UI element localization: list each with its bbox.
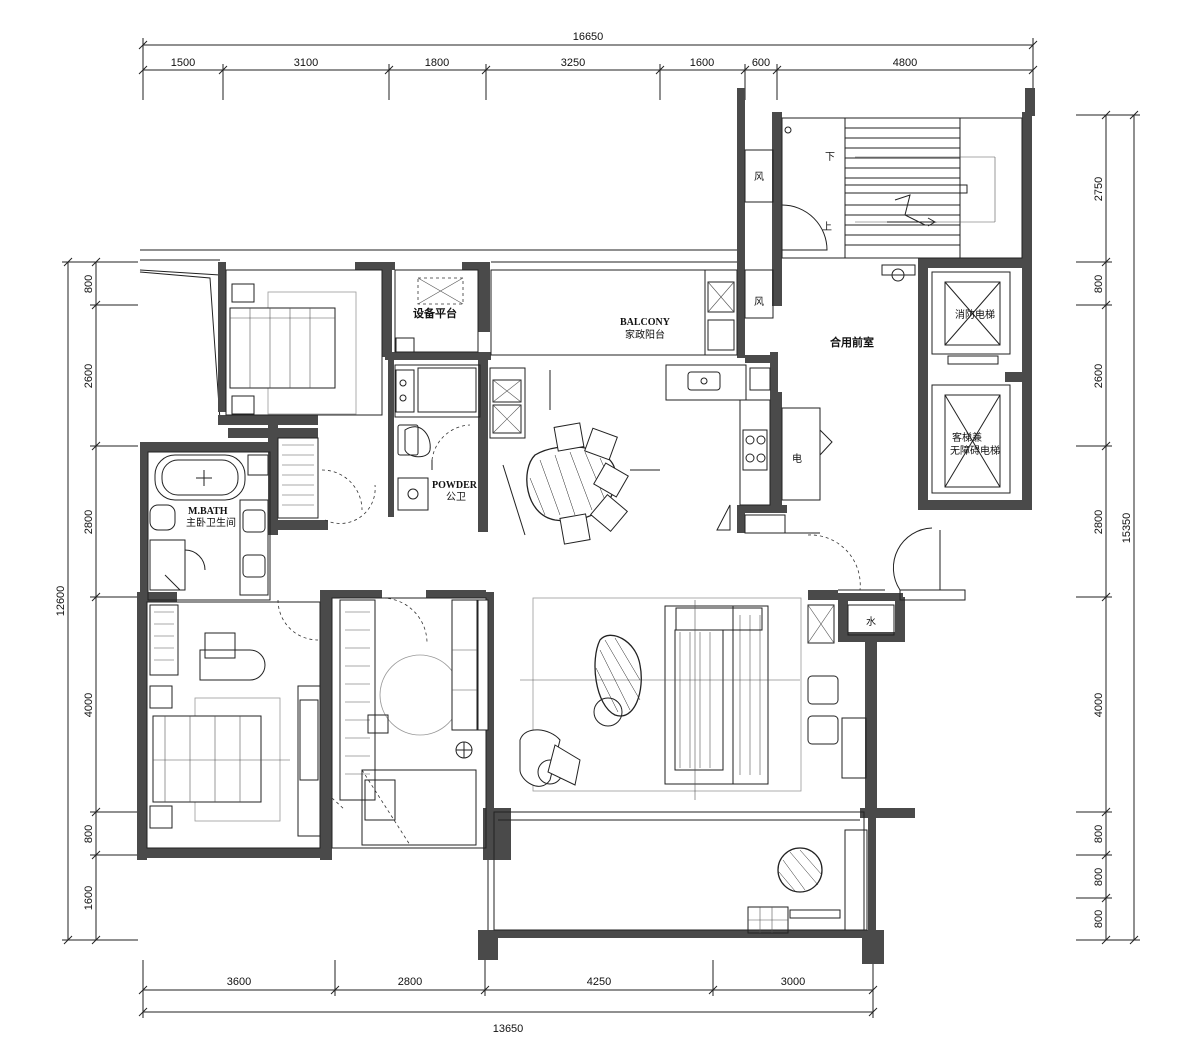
kitchen-counter <box>665 364 771 506</box>
entrance-door-swing <box>892 527 941 591</box>
fire-elevator-label: 消防电梯 <box>955 308 995 321</box>
top-dim-seg-5: 1600 <box>690 57 714 69</box>
master-bath-label-zh: 主卧卫生间 <box>186 516 236 529</box>
left-total-dim: 12600 <box>55 586 67 617</box>
right-dim-seg-3: 2600 <box>1093 364 1105 388</box>
passenger-elevator-label-1: 客梯兼 <box>952 431 982 444</box>
master-bath-label-en: M.BATH <box>188 506 228 517</box>
master-bath <box>147 451 271 601</box>
master-bath-door-swing <box>277 599 319 641</box>
passenger-elevator-label-2: 无障碍电梯 <box>950 444 1000 457</box>
walk-in-closet <box>277 437 376 524</box>
equipment-platform <box>394 269 479 353</box>
powder-label-en: POWDER <box>432 480 478 491</box>
left-dim-seg-2: 2600 <box>83 364 95 388</box>
left-dim-seg-4: 4000 <box>83 693 95 717</box>
bottom-dim-seg-2: 2800 <box>398 976 422 988</box>
walls <box>137 88 1035 964</box>
left-dim-seg-1: 800 <box>83 275 95 293</box>
balcony-area <box>490 269 738 356</box>
lower-balcony <box>487 811 868 934</box>
study-room <box>331 597 489 849</box>
top-total-dim: 16650 <box>573 31 604 43</box>
right-dim-seg-5: 4000 <box>1093 693 1105 717</box>
top-dim-seg-1: 1500 <box>171 57 195 69</box>
powder-label-zh: 公卫 <box>446 492 466 503</box>
right-dimension-lines <box>1076 110 1140 945</box>
living-room <box>519 534 885 800</box>
water-label: 水 <box>866 616 876 628</box>
lobby-door-swing <box>781 204 828 251</box>
vent-shafts <box>744 149 774 319</box>
dining-cabinets <box>489 367 526 439</box>
left-dim-seg-5: 800 <box>83 825 95 843</box>
bottom-dim-seg-4: 3000 <box>781 976 805 988</box>
bottom-dimension-lines <box>138 960 878 1018</box>
right-dim-seg-7: 800 <box>1093 868 1105 886</box>
top-dim-seg-4: 3250 <box>561 57 585 69</box>
left-dim-seg-3: 2800 <box>83 510 95 534</box>
right-total-dim: 15350 <box>1121 513 1133 544</box>
water-shaft <box>847 604 895 636</box>
bottom-dim-seg-3: 4250 <box>587 976 611 988</box>
balcony-label-zh: 家政阳台 <box>625 328 665 341</box>
powder-room <box>394 364 481 511</box>
right-dim-seg-1: 2750 <box>1093 177 1105 201</box>
master-bedroom <box>146 601 321 849</box>
right-dim-seg-6: 800 <box>1093 825 1105 843</box>
lobby-hydrant <box>881 264 916 276</box>
elevators <box>931 271 1011 494</box>
left-dim-seg-6: 1600 <box>83 886 95 910</box>
top-dim-seg-7: 4800 <box>893 57 917 69</box>
electric-label: 电 <box>792 452 802 465</box>
bottom-dim-seg-1: 3600 <box>227 976 251 988</box>
dining-table <box>502 370 660 545</box>
top-dimension-lines <box>138 38 1038 100</box>
vent-label-2: 风 <box>754 296 764 308</box>
vent-label-1: 风 <box>754 171 764 183</box>
stair <box>781 117 1023 259</box>
balcony-label-en: BALCONY <box>620 317 671 328</box>
top-dim-seg-6: 600 <box>752 57 770 69</box>
bottom-total-dim: 13650 <box>493 1023 524 1035</box>
right-dim-seg-2: 800 <box>1093 275 1105 293</box>
equipment-platform-label: 设备平台 <box>413 306 457 320</box>
electric-room <box>781 407 821 501</box>
shared-lobby-label: 合用前室 <box>830 335 874 349</box>
top-dim-seg-3: 1800 <box>425 57 449 69</box>
right-dim-seg-4: 2800 <box>1093 510 1105 534</box>
left-dimension-lines <box>62 257 138 945</box>
right-dim-seg-8: 800 <box>1093 910 1105 928</box>
stair-up-label: 上 <box>822 221 832 233</box>
misc-markers <box>716 504 820 534</box>
upper-bedroom <box>225 269 383 416</box>
stair-down-label: 下 <box>825 152 835 163</box>
site-context-lines <box>139 249 740 421</box>
top-dim-seg-2: 3100 <box>294 57 318 69</box>
